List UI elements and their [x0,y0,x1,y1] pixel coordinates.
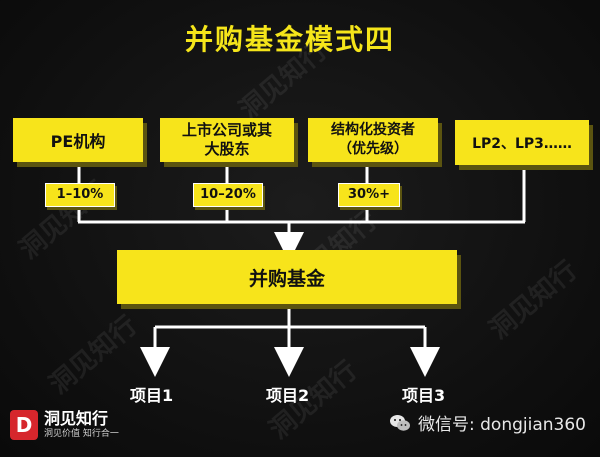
wechat-id: 微信号: dongjian360 [388,410,586,435]
wechat-text: 微信号: dongjian360 [418,415,586,435]
investor-box-listed-company: 上市公司或其 大股东 [160,118,294,162]
investor-box-pe: PE机构 [13,118,143,162]
investor-label: 上市公司或其 [181,121,272,139]
investor-label: 大股东 [204,140,250,158]
wechat-icon [390,414,410,431]
percent-tag: 1–10% [45,183,115,207]
project-label: 项目1 [130,386,174,405]
fund-label: 并购基金 [248,267,325,290]
project-label: 项目2 [266,386,310,405]
percent-tag: 30%+ [338,183,400,207]
percent-tag: 10–20% [193,183,263,207]
project-label: 项目3 [402,386,446,405]
investor-label: PE机构 [50,132,106,151]
fund-box: 并购基金 [117,250,457,304]
investor-label: 结构化投资者 [331,122,415,138]
investor-label: LP2、LP3…… [472,135,572,152]
diagram-title: 并购基金模式四 [184,23,395,56]
brand-logo: D 洞见知行 洞见价值 知行合一 [10,410,119,440]
logo-name: 洞见知行 [44,409,109,428]
investor-label: （优先级） [338,141,408,157]
logo-slogan: 洞见价值 知行合一 [44,429,119,439]
investor-box-structured: 结构化投资者 （优先级） [308,118,438,162]
logo-mark-icon: D [10,410,38,440]
investor-box-lp: LP2、LP3…… [455,120,589,165]
